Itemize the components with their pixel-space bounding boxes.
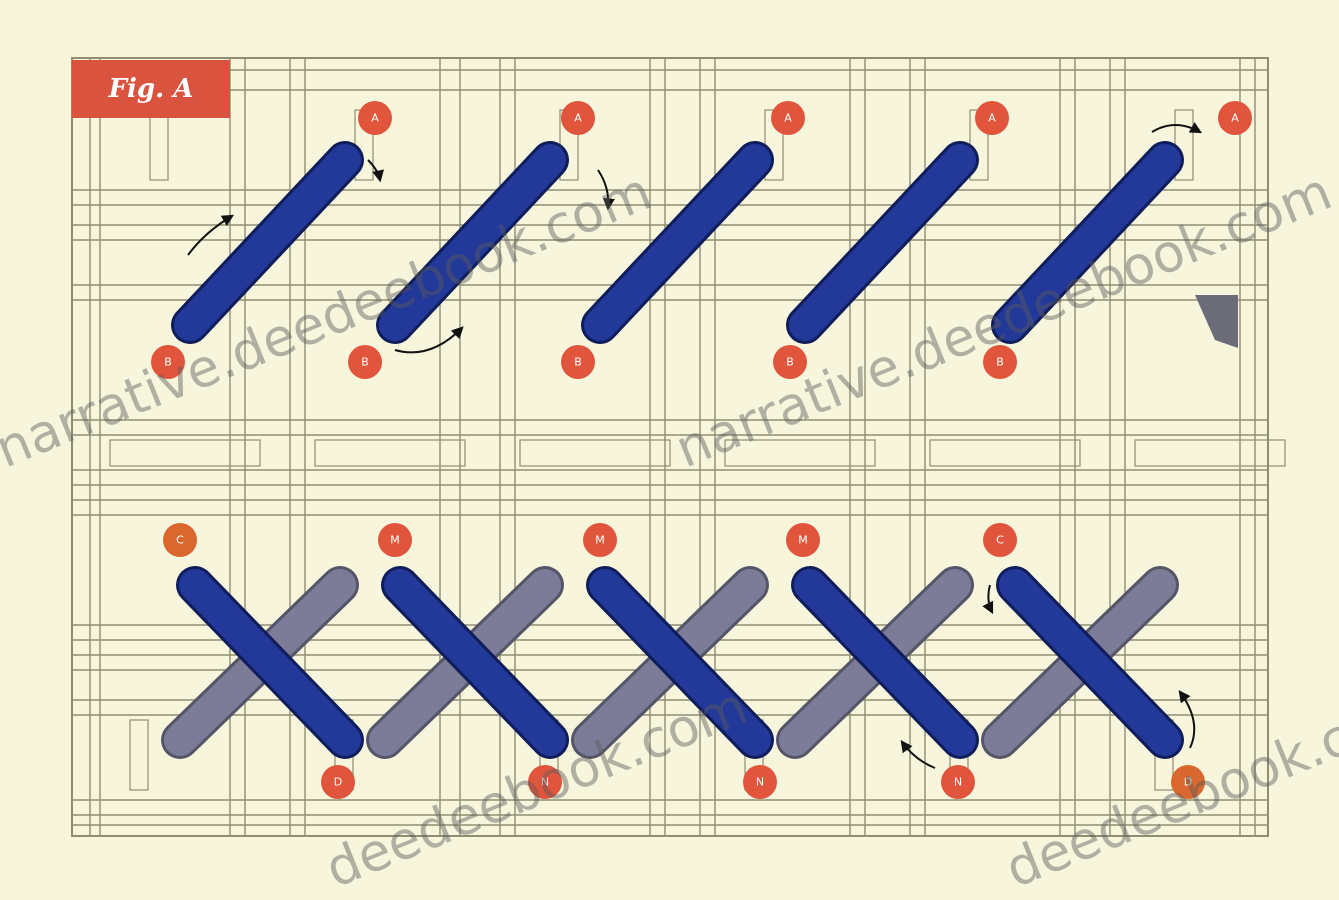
figure-label: Fig. A: [72, 60, 230, 118]
hole-bottom-label: N: [541, 776, 549, 789]
hole-top-label: M: [390, 534, 400, 547]
hole-top-label: A: [784, 112, 792, 125]
hole-top-label: M: [798, 534, 808, 547]
hole-bottom-label: N: [954, 776, 962, 789]
hole-bottom-label: N: [756, 776, 764, 789]
hole-bottom-label: B: [996, 356, 1004, 369]
hole-bottom-label: B: [574, 356, 582, 369]
hole-bottom-label: D: [1184, 776, 1192, 789]
hole-bottom-label: D: [334, 776, 342, 789]
hole-bottom-label: B: [164, 356, 172, 369]
hole-bottom-label: B: [361, 356, 369, 369]
hole-top-label: M: [595, 534, 605, 547]
hole-top-label: C: [996, 534, 1004, 547]
hole-top-label: A: [988, 112, 996, 125]
hole-top-label: A: [371, 112, 379, 125]
hole-top-label: A: [1231, 112, 1239, 125]
hole-top-label: C: [176, 534, 184, 547]
hole-top-label: A: [574, 112, 582, 125]
hole-bottom-label: B: [786, 356, 794, 369]
